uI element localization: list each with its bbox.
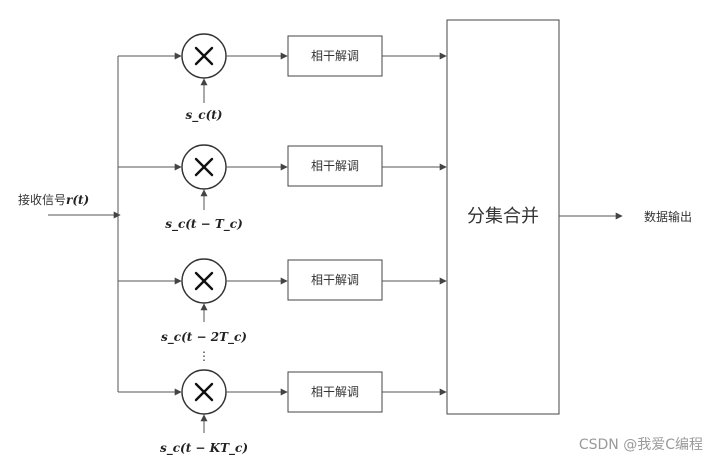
multiply-icon	[194, 157, 214, 177]
branch-2-ref-signal: s_c(t − T_c)	[165, 217, 243, 232]
multiply-icon	[194, 271, 214, 291]
branch-4: s_c(t − KT_c) 相干解调	[118, 369, 447, 456]
diversity-combiner	[446, 19, 560, 415]
branch-4-ref-signal: s_c(t − KT_c)	[160, 441, 248, 456]
output-label: 数据输出	[644, 209, 692, 224]
branch-3-demodulator	[287, 259, 383, 301]
combiner-label: 分集合并	[467, 206, 539, 227]
branch-2: s_c(t − T_c) 相干解调	[118, 144, 447, 232]
branch-4-demod-label: 相干解调	[311, 385, 359, 399]
watermark: CSDN @我爱C编程	[579, 437, 703, 453]
branch-3-demod-label: 相干解调	[311, 273, 359, 287]
branch-2-demodulator	[287, 145, 383, 187]
branch-3-ref-signal: s_c(t − 2T_c)	[161, 330, 247, 345]
ellipsis: ⋮	[198, 349, 210, 363]
branch-1-demod-label: 相干解调	[311, 49, 359, 63]
multiply-icon	[194, 46, 214, 66]
branch-1-ref-signal: s_c(t)	[186, 108, 223, 123]
multiply-icon	[194, 382, 214, 402]
branch-4-demodulator	[287, 371, 383, 413]
branch-1: s_c(t) 相干解调	[118, 33, 447, 123]
branch-2-demod-label: 相干解调	[311, 159, 359, 173]
branch-3: s_c(t − 2T_c) 相干解调	[118, 258, 447, 345]
input-label: 接收信号	[18, 192, 66, 207]
input-symbol: r(t)	[66, 193, 89, 207]
